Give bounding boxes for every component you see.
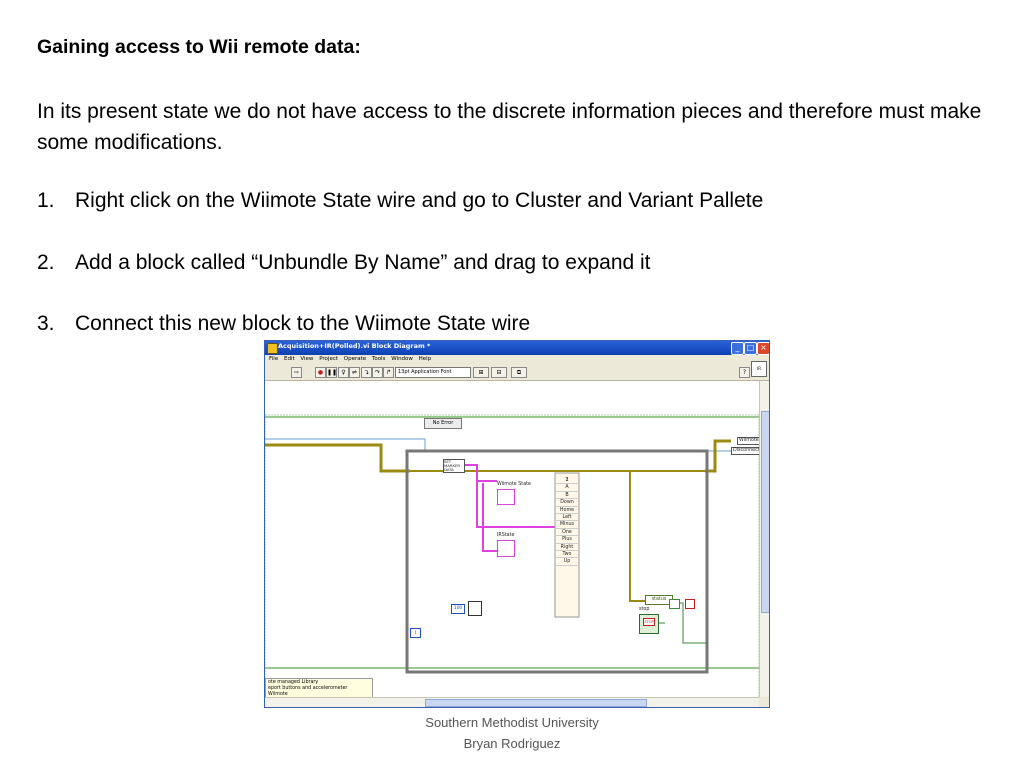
menu-file[interactable]: File xyxy=(269,356,279,362)
step-text: Right click on the Wiimote State wire an… xyxy=(75,189,764,212)
step-number: 3. xyxy=(37,312,55,335)
align-objects-icon[interactable]: ⊞ xyxy=(473,367,489,378)
menu-bar: File Edit View Project Operate Tools Win… xyxy=(265,355,769,364)
unbundle-item: 2 xyxy=(555,477,579,485)
set-marker-node: SET MARKER DATA xyxy=(443,459,465,473)
menu-operate[interactable]: Operate xyxy=(343,356,367,362)
unbundle-item: B xyxy=(555,492,579,500)
wait-constant: 100 xyxy=(451,604,465,614)
step-text: Add a block called “Unbundle By Name” an… xyxy=(75,251,651,274)
unbundle-item: Home xyxy=(555,507,579,514)
wiimote-out-label: Wiimote xyxy=(737,437,761,445)
unbundle-item: Plus xyxy=(555,536,579,544)
unbundle-item: One xyxy=(555,529,579,537)
run-arrow-icon[interactable]: ⇨ xyxy=(291,367,302,378)
context-note: ote managed Library eport buttons and ac… xyxy=(265,678,373,700)
abort-icon[interactable]: ● xyxy=(315,367,326,378)
block-diagram-screenshot: Acquisition+IR(Polled).vi Block Diagram … xyxy=(264,340,770,708)
ir-state-node xyxy=(497,540,515,557)
window-title: Acquisition+IR(Polled).vi Block Diagram … xyxy=(278,342,431,350)
minimize-button[interactable]: _ xyxy=(731,342,744,355)
retain-wire-values-icon[interactable]: ⇌ xyxy=(349,367,360,378)
toolbar: ⇨ ● ❚❚ ♀ ⇌ ↴ ↷ ↱ 13pt Application Font ⊞… xyxy=(265,364,769,381)
menu-edit[interactable]: Edit xyxy=(283,356,295,362)
unbundle-item: Down xyxy=(555,499,579,507)
loop-index-terminal: i xyxy=(410,628,421,638)
step-over-icon[interactable]: ↷ xyxy=(372,367,383,378)
wiimote-state-label: Wiimote State xyxy=(497,482,531,487)
window-titlebar: Acquisition+IR(Polled).vi Block Diagram … xyxy=(265,341,769,355)
note-line: Wiimote xyxy=(268,692,288,697)
stop-label: stop xyxy=(639,607,650,612)
menu-window[interactable]: Window xyxy=(391,356,413,362)
step-text: Connect this new block to the Wiimote St… xyxy=(75,312,531,335)
close-button[interactable]: × xyxy=(757,342,769,355)
disconnect-label: Disconnect xyxy=(731,447,762,455)
step-1: 1. Right click on the Wiimote State wire … xyxy=(37,187,763,215)
menu-view[interactable]: View xyxy=(300,356,314,362)
vertical-scrollbar[interactable] xyxy=(759,381,769,697)
reorder-icon[interactable]: ⧉ xyxy=(511,367,527,378)
footer-university: Southern Methodist University xyxy=(425,715,599,730)
unbundle-item: Minus xyxy=(555,521,579,529)
labview-app-icon xyxy=(267,343,278,354)
unbundle-item: Right xyxy=(555,544,579,551)
case-selector[interactable]: No Error xyxy=(424,418,462,429)
pause-icon[interactable]: ❚❚ xyxy=(326,367,338,378)
wiimote-state-node xyxy=(497,489,515,505)
maximize-button[interactable]: □ xyxy=(744,342,757,355)
stop-terminal-icon xyxy=(685,599,695,609)
stop-button[interactable]: STOP xyxy=(639,614,659,634)
font-ring[interactable]: 13pt Application Font xyxy=(395,367,471,378)
unbundle-items: 1 2 A B Down Home Left Minus One Plus Ri… xyxy=(555,477,579,566)
horizontal-scroll-thumb[interactable] xyxy=(425,699,647,707)
context-help-icon[interactable]: ? xyxy=(739,367,750,378)
step-out-icon[interactable]: ↱ xyxy=(383,367,394,378)
footer-author: Bryan Rodriguez xyxy=(463,736,561,751)
highlight-execution-icon[interactable]: ♀ xyxy=(338,367,349,378)
stop-button-label: STOP xyxy=(643,618,655,626)
note-line: ote managed Library xyxy=(268,680,319,685)
ir-state-label: IRState xyxy=(497,533,515,538)
vi-icon: IR xyxy=(751,361,767,377)
menu-tools[interactable]: Tools xyxy=(371,356,386,362)
unbundle-item: A xyxy=(555,484,579,492)
step-number: 1. xyxy=(37,189,55,212)
vertical-scroll-thumb[interactable] xyxy=(761,411,769,613)
menu-project[interactable]: Project xyxy=(319,356,339,362)
horizontal-scrollbar[interactable] xyxy=(265,697,759,707)
slide-title: Gaining access to Wii remote data: xyxy=(37,36,361,58)
step-3: 3. Connect this new block to the Wiimote … xyxy=(37,310,530,338)
unbundle-item: Up xyxy=(555,558,579,566)
step-2: 2. Add a block called “Unbundle By Name” … xyxy=(37,249,651,277)
step-number: 2. xyxy=(37,251,55,274)
intro-paragraph: In its present state we do not have acce… xyxy=(37,100,982,154)
note-line: eport buttons and accelerometer xyxy=(268,686,348,691)
diagram-canvas[interactable]: No Error SET MARKER DATA Wiimote State I… xyxy=(265,381,762,700)
unbundle-item: Two xyxy=(555,551,579,559)
step-into-icon[interactable]: ↴ xyxy=(361,367,372,378)
wait-ms-icon xyxy=(468,601,482,616)
distribute-objects-icon[interactable]: ⊟ xyxy=(491,367,507,378)
unbundle-item: Left xyxy=(555,514,579,522)
diagram-wiring xyxy=(265,414,759,697)
or-function-icon xyxy=(669,599,680,609)
menu-help[interactable]: Help xyxy=(418,356,432,362)
